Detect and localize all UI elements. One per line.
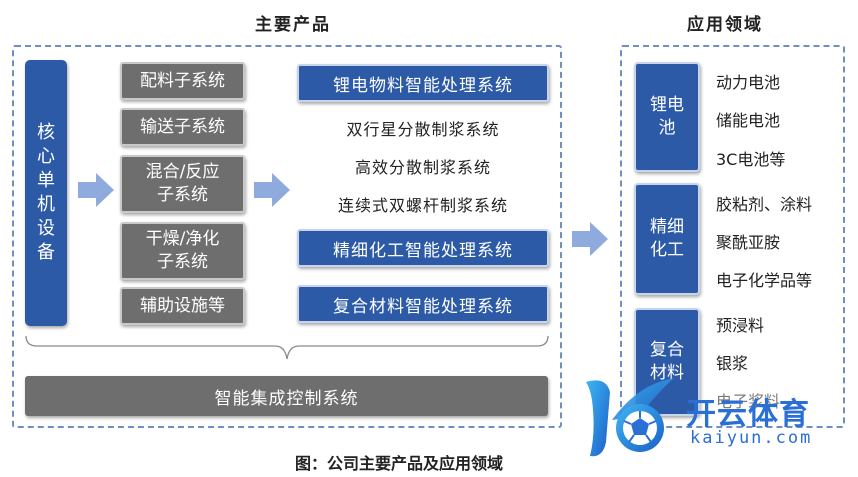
fine-chem-system-box: 精细化工智能处理系统 — [297, 229, 549, 267]
kaiyun-logo-icon — [586, 378, 674, 457]
lithium-system-label: 锂电物料智能处理系统 — [333, 75, 513, 96]
app-category-box: 锂电池 — [634, 62, 700, 172]
app-category-label: 锂电池 — [650, 95, 684, 138]
figure-caption: 图：公司主要产品及应用领域 — [295, 454, 504, 473]
watermark-brand: 开云体育 — [686, 397, 810, 432]
subsystem-box: 干燥/净化子系统 — [120, 222, 245, 280]
subsystem-box: 配料子系统 — [120, 62, 245, 100]
composite-system-box: 复合材料智能处理系统 — [297, 285, 549, 323]
subsystem-box: 输送子系统 — [120, 108, 245, 146]
app-category-box: 精细化工 — [634, 183, 700, 295]
app-category-label: 精细化工 — [650, 217, 684, 260]
app-item: 储能电池 — [716, 111, 781, 130]
main-products-frame — [12, 45, 562, 428]
core-equipment-label: 核心单机设备 — [37, 122, 55, 263]
app-item: 胶粘剂、涂料 — [716, 195, 813, 214]
control-system-bar: 智能集成控制系统 — [25, 376, 548, 416]
core-equipment-box: 核心单机设备 — [25, 60, 67, 326]
composite-system-label: 复合材料智能处理系统 — [333, 296, 513, 317]
subsystem-label: 辅助设施等 — [140, 295, 225, 316]
lithium-system-box: 锂电物料智能处理系统 — [297, 64, 549, 102]
app-item: 电子浆料 — [716, 392, 781, 411]
control-system-label: 智能集成控制系统 — [214, 388, 359, 409]
app-category-label: 复合材料 — [650, 340, 684, 383]
subsystem-label: 混合/反应子系统 — [145, 162, 220, 205]
subsystem-box: 混合/反应子系统 — [120, 155, 245, 213]
subsystem-label: 干燥/净化子系统 — [145, 229, 220, 272]
product-item: 双行星分散制浆系统 — [346, 120, 500, 139]
app-item: 3C电池等 — [716, 150, 786, 169]
subsystem-box: 辅助设施等 — [120, 287, 245, 325]
product-item: 高效分散制浆系统 — [354, 158, 491, 177]
app-item: 动力电池 — [716, 73, 781, 92]
applications-frame — [620, 45, 845, 428]
right-arrow-icon — [254, 173, 290, 207]
app-item: 聚酰亚胺 — [716, 233, 781, 252]
brace-icon — [25, 335, 549, 360]
subsystem-label: 配料子系统 — [140, 70, 225, 91]
app-item: 预浸料 — [716, 316, 765, 335]
product-item: 连续式双螺杆制浆系统 — [337, 196, 508, 215]
right-arrow-icon — [78, 173, 114, 207]
fine-chem-system-label: 精细化工智能处理系统 — [333, 240, 513, 261]
watermark-domain: kaiyun.com — [690, 428, 813, 448]
right-arrow-icon — [572, 222, 608, 256]
app-item: 银浆 — [716, 354, 749, 373]
app-item: 电子化学品等 — [716, 271, 813, 290]
subsystem-label: 输送子系统 — [140, 116, 225, 137]
applications-title: 应用领域 — [687, 15, 763, 35]
main-products-title: 主要产品 — [255, 15, 331, 35]
